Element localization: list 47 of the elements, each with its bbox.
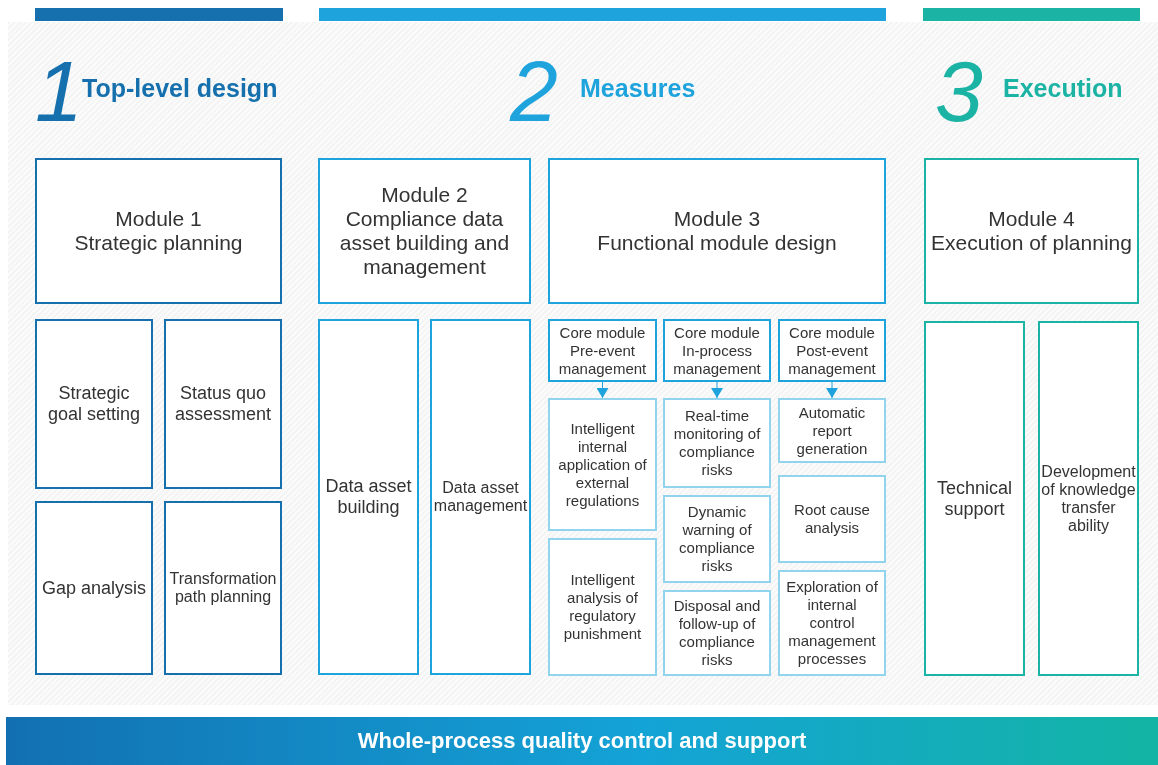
module-number: Module 1 (115, 207, 202, 231)
core-module-box (778, 319, 886, 382)
step-number: 2 (510, 48, 558, 134)
module-box (924, 158, 1139, 304)
banner: Whole-process quality control and support (6, 717, 1158, 765)
core-module-title: Pre-event management (557, 341, 648, 378)
module-title: Compliance data asset building and management (338, 207, 511, 279)
module-box (318, 158, 531, 304)
function-box: Real-time monitoring of compliance risks (663, 398, 771, 488)
core-module-title: Post-event management (787, 341, 877, 378)
function-box: Intelligent analysis of regulatory punishment (548, 538, 657, 676)
task-box: Data asset building (318, 319, 419, 675)
task-box: Development of knowledge transfer ability (1038, 321, 1139, 676)
module-number: Module 4 (988, 207, 1075, 231)
module-title: Strategic planning (74, 231, 243, 255)
function-box: Dynamic warning of compliance risks (663, 495, 771, 583)
module-box (35, 158, 282, 304)
function-box: Disposal and follow-up of compliance risks (663, 590, 771, 676)
module-number: Module 2 (381, 183, 468, 207)
core-module-title: In-process management (672, 341, 762, 378)
module-number: Module 3 (673, 207, 761, 231)
function-box: Automatic report generation (778, 398, 886, 463)
core-module-box (663, 319, 771, 382)
task-box: Gap analysis (35, 501, 153, 675)
module-box (548, 158, 886, 304)
pointer-arrow (711, 381, 723, 399)
task-box: Data asset management (430, 319, 531, 675)
task-box: Transformation path planning (164, 501, 282, 675)
core-module-label: Core module (559, 323, 646, 342)
task-box: Strategic goal setting (35, 319, 153, 489)
step-number: 3 (935, 48, 983, 134)
core-module-label: Core module (789, 323, 875, 342)
task-box: Status quo assessment (164, 319, 282, 489)
module-title: Functional module design (597, 231, 837, 255)
function-box: Root cause analysis (778, 475, 886, 563)
pointer-arrow (596, 381, 609, 399)
task-box: Technical support (924, 321, 1025, 676)
section-heading: Measures (580, 74, 696, 103)
core-module-box (548, 319, 657, 382)
function-box: Exploration of internal control management processes (778, 570, 886, 676)
step-number: 1 (35, 48, 83, 134)
section-heading: Execution (1003, 74, 1123, 103)
module-title: Execution of planning (931, 231, 1132, 255)
section-heading: Top-level design (82, 74, 278, 103)
function-box: Intelligent internal application of external regulations (548, 398, 657, 531)
core-module-label: Core module (674, 323, 760, 342)
pointer-arrow (826, 381, 838, 399)
